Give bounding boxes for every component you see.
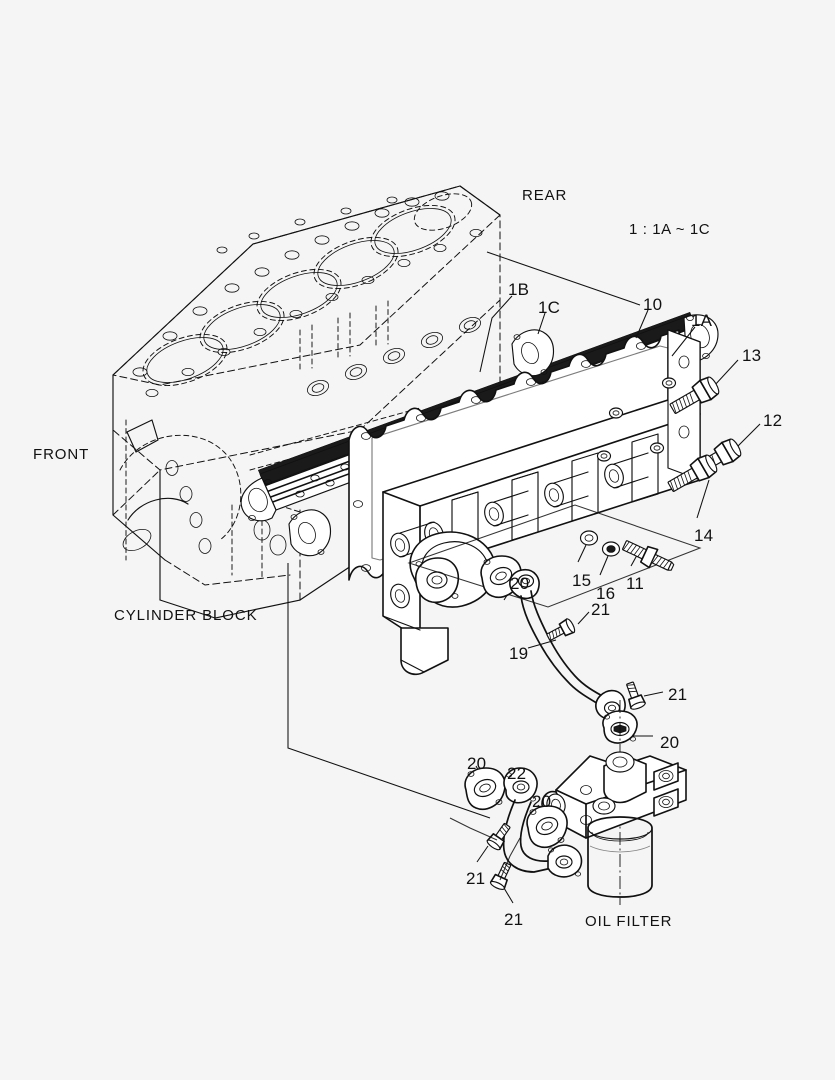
component-label-cylinder-block: CYLINDER BLOCK: [114, 607, 258, 624]
callout-20-lower-left: 20: [467, 754, 487, 773]
pipe-gasket-20-lower-left: [464, 765, 506, 810]
callout-21-mid: 21: [668, 685, 688, 704]
callout-14: 14: [694, 526, 714, 545]
pipe-bolt-21-lower-left: [449, 817, 511, 863]
callout-20-mid: 20: [660, 733, 680, 752]
callout-21-lower-right: 21: [504, 910, 524, 929]
bolt-13: [669, 359, 739, 414]
oil-cooler-housing: [382, 329, 701, 676]
cooler-core-gaskets: [288, 329, 555, 557]
callout-12: 12: [763, 411, 783, 430]
pipe-bolt-21-upper: [546, 611, 590, 641]
callout-21-upper: 21: [591, 600, 611, 619]
callout-10: 10: [643, 295, 663, 314]
pipe-gasket-20-mid: [602, 700, 653, 905]
pipe-bolt-21-lower-right: [489, 837, 521, 904]
component-label-oil-filter: OIL FILTER: [585, 913, 673, 930]
callout-15: 15: [572, 571, 592, 590]
orientation-label-front: FRONT: [33, 446, 90, 463]
pipe-gasket-20-lower-right: [526, 804, 568, 848]
assembly-note: 1 : 1A ~ 1C: [629, 221, 711, 238]
callout-20-upper: 20: [510, 574, 530, 593]
pipe-gasket-20-upper: [480, 555, 522, 601]
callout-11: 11: [626, 574, 645, 593]
oil-pipe-22: [502, 767, 583, 878]
callout-21-lower-left: 21: [466, 869, 486, 888]
seal-ring-16: [599, 541, 621, 576]
bolt-14: [667, 454, 718, 519]
union-nipple-bolt-11: [622, 540, 675, 571]
callout-1a: 1A: [691, 311, 713, 330]
callout-16: 16: [596, 584, 616, 603]
callout-13: 13: [742, 346, 762, 365]
orientation-label-rear: REAR: [522, 187, 568, 204]
cylinder-block-art: [112, 185, 501, 619]
pipe-bolt-21-mid: [626, 681, 664, 710]
callout-22: 22: [507, 764, 527, 783]
washer-15: [577, 530, 599, 563]
callout-19: 19: [509, 644, 529, 663]
callout-20-lower-right: 20: [532, 792, 552, 811]
callout-leaders: [479, 295, 696, 373]
callout-1c: 1C: [538, 298, 561, 317]
callout-1b: 1B: [508, 280, 530, 299]
